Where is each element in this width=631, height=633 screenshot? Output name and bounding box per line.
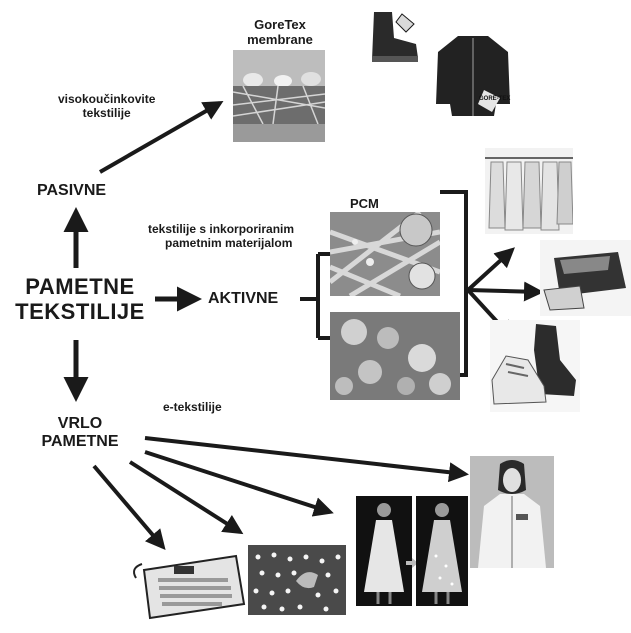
pcm-label: PCM — [350, 196, 379, 211]
vrlo-pametne-line2: PAMETNE — [41, 433, 119, 451]
led-dress-image-2 — [416, 496, 468, 606]
vrlo-pametne-line1: VRLO — [57, 415, 103, 432]
goretex-membrane-image — [233, 50, 325, 142]
root-label: PAMETNE TEKSTILIJE — [8, 274, 152, 325]
aktivne-caption: tekstilije s inkorporiranim pametnim mat… — [148, 222, 295, 251]
goretex-title-line2: membrane — [247, 31, 313, 47]
led-dress-image-1 — [356, 496, 412, 606]
pasivne-caption-line1: visokoučinkovite — [58, 92, 156, 106]
arrow-to-bag — [467, 281, 544, 302]
arrow-to-jacket-woman — [144, 436, 469, 483]
smart-jacket-woman-image — [470, 456, 554, 568]
aktivne-caption-line1: tekstilije s inkorporiranim — [148, 222, 295, 236]
boot-image — [364, 8, 428, 66]
fabric-keyboard-image — [128, 548, 246, 622]
goretex-title-line1: GoreTex — [254, 17, 306, 32]
arrow-to-dress — [144, 450, 334, 517]
sports-bag-image — [540, 240, 631, 316]
e-tekstilije-caption: e-tekstilije — [163, 400, 222, 414]
aktivne-caption-line2: pametnim materijalom — [165, 235, 293, 250]
pcm-microscopy-bottom-image — [330, 312, 460, 400]
pasivne-caption: visokoučinkovite tekstilije — [58, 92, 156, 121]
vrlo-pametne-label: VRLO PAMETNE — [30, 415, 130, 452]
arrow-to-light-fabric — [128, 460, 244, 535]
root-label-line1: PAMETNE — [25, 274, 135, 299]
aktivne-bracket — [300, 252, 330, 340]
arrow-to-keyboard — [92, 464, 166, 551]
arrow-to-goretex — [99, 101, 224, 174]
aktivne-label: AKTIVNE — [208, 290, 279, 307]
sports-shoes-image — [490, 320, 580, 412]
pcm-microscopy-top-image — [330, 212, 440, 296]
light-fabric-image — [248, 545, 346, 615]
goretex-badge: GORE-TEX — [479, 96, 511, 102]
dress-transition-arrow — [406, 555, 418, 568]
arrow-to-clothes — [466, 247, 515, 292]
pasivne-label: PASIVNE — [37, 182, 107, 199]
root-label-line2: TEKSTILIJE — [15, 299, 145, 325]
clothes-rack-image — [485, 148, 573, 234]
goretex-title: GoreTex membrane — [240, 17, 320, 48]
pasivne-caption-line2: tekstilije — [82, 105, 131, 120]
jacket-image: GORE-TEX — [430, 32, 516, 116]
